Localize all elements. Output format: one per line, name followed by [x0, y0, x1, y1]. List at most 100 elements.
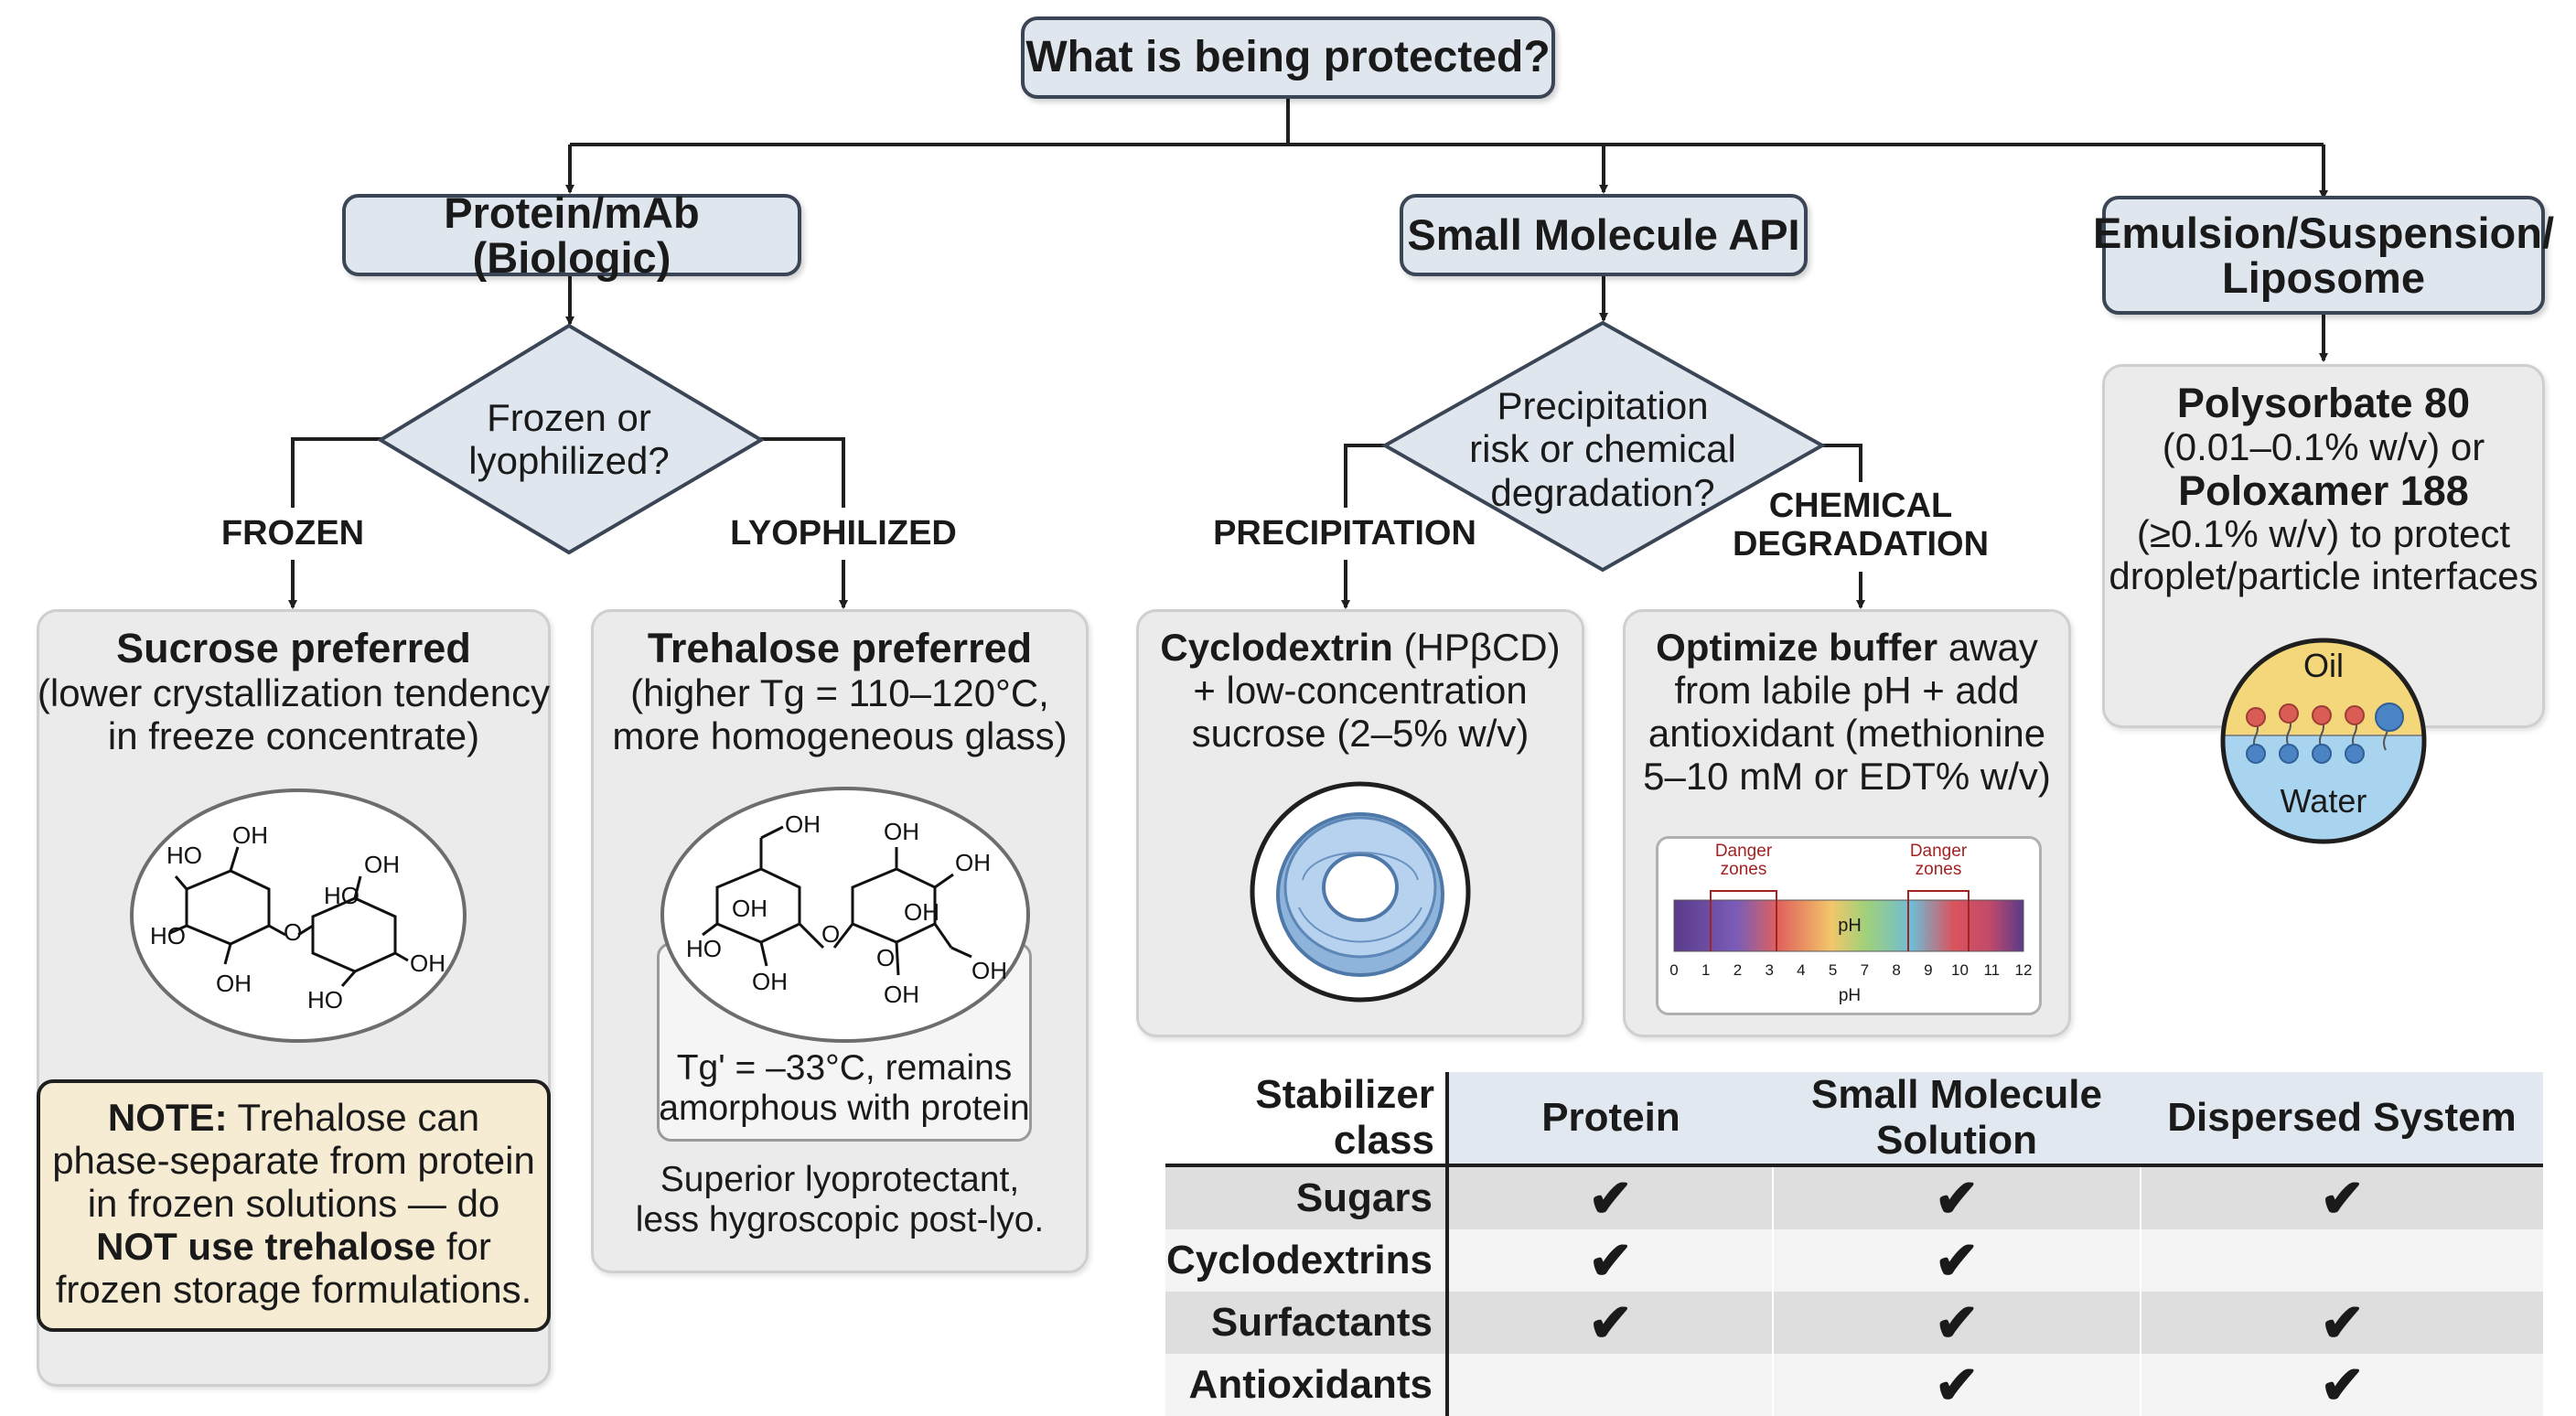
- cyclodextrin-line3: sucrose (2–5% w/v): [1191, 712, 1530, 756]
- checkmark-icon: ✔: [2320, 1293, 2365, 1353]
- ph-axis-title: pH: [1839, 986, 1861, 1005]
- branch-label-precipitation: PRECIPITATION: [1213, 514, 1476, 552]
- matrix-header-dispersed: Dispersed System: [2141, 1072, 2543, 1167]
- trehalose-label-c: OH: [955, 849, 991, 876]
- protein-decision-text: Frozen or lyophilized?: [439, 384, 699, 494]
- sucrose-label-g: OH: [410, 949, 445, 977]
- sucrose-line2: in freeze concentrate): [107, 714, 480, 758]
- trehalose-label-a: OH: [785, 810, 821, 838]
- danger-label-right-line1: Danger: [1910, 842, 1968, 861]
- small-molecule-decision-text: Precipitation risk or chemical degradati…: [1447, 381, 1758, 518]
- dispersed-category-label-line1: Emulsion/Suspension/: [2093, 208, 2555, 257]
- matrix-header-protein: Protein: [1447, 1072, 1773, 1167]
- sucrose-label-f: OH: [364, 851, 400, 878]
- ph-tick-label: 11: [1983, 961, 2000, 979]
- trehalose-panel-text: Trehalose preferred (higher Tg = 110–120…: [591, 625, 1089, 758]
- trehalose-label-k: O: [876, 944, 895, 971]
- sm-decision-line3: degradation?: [1490, 470, 1715, 514]
- sucrose-panel-text: Sucrose preferred (lower crystallization…: [37, 625, 551, 758]
- trehalose-footer-line2: less hygroscopic post-lyo.: [635, 1199, 1045, 1239]
- note-emphasis: NOT use trehalose: [96, 1225, 436, 1269]
- buffer-title: Optimize buffer: [1656, 626, 1938, 669]
- surfactant-line5: droplet/particle interfaces: [2109, 554, 2538, 598]
- buffer-panel-text: Optimize buffer away from labile pH + ad…: [1623, 626, 2071, 798]
- trehalose-warning-note: NOTE: Trehalose can phase-separate from …: [37, 1079, 551, 1332]
- surfactant-line4: (≥0.1% w/v) to protect: [2136, 512, 2511, 556]
- trehalose-label-h: OH: [971, 957, 1007, 984]
- sucrose-line1: (lower crystallization tendency: [37, 671, 551, 715]
- branch-label-chemical-degradation: CHEMICAL DEGRADATION: [1723, 487, 1998, 564]
- surfactant-line2: (0.01–0.1% w/v) or: [2162, 424, 2485, 468]
- matrix-cell: ✔: [1446, 1292, 1773, 1354]
- stabilizer-matrix-table: Stabilizer class Protein Small Molecule …: [1165, 1072, 2543, 1416]
- trehalose-caption-line2: amorphous with protein: [659, 1088, 1030, 1128]
- small-molecule-category-label: Small Molecule API: [1407, 210, 1800, 260]
- cyclodextrin-ring-illustration: [1250, 781, 1471, 1003]
- trehalose-tg-caption: Tg' = –33°C, remains amorphous with prot…: [657, 1048, 1032, 1128]
- root-question-node: What is being protected?: [1021, 16, 1555, 99]
- branch-label-frozen: FROZEN: [220, 514, 365, 552]
- root-question-label: What is being protected?: [1025, 32, 1551, 81]
- dispersed-category-label-line2: Liposome: [2222, 253, 2425, 302]
- oil-label: Oil: [2303, 647, 2344, 684]
- matrix-cell: ✔: [2140, 1165, 2543, 1229]
- matrix-cell: ✔: [2140, 1354, 2543, 1416]
- ph-tick-label: 1: [1701, 961, 1710, 979]
- decision-diamond-small-molecule: [1380, 320, 1827, 573]
- ph-tick-label: 9: [1924, 961, 1932, 979]
- trehalose-label-d: OH: [732, 895, 767, 922]
- buffer-line2: from labile pH + add: [1674, 669, 2020, 713]
- trehalose-line2: more homogeneous glass): [612, 714, 1068, 758]
- trehalose-label-f: HO: [686, 935, 722, 962]
- sucrose-title: Sucrose preferred: [116, 625, 471, 671]
- matrix-cell: [2140, 1229, 2543, 1292]
- trehalose-label-b: OH: [884, 818, 919, 845]
- checkmark-icon: ✔: [1934, 1169, 1980, 1228]
- branch-label-chemical-line1: CHEMICAL: [1768, 487, 1953, 525]
- sucrose-label-e: HO: [324, 882, 360, 909]
- matrix-row-label: Surfactants: [1165, 1292, 1449, 1354]
- danger-label-left-line2: zones: [1721, 860, 1767, 879]
- matrix-cell: ✔: [1772, 1292, 2141, 1354]
- protein-decision-line2: lyophilized?: [468, 439, 670, 482]
- sucrose-label-h: HO: [307, 986, 343, 1014]
- sm-decision-line1: Precipitation: [1497, 384, 1709, 428]
- table-row: Antioxidants ✔ ✔: [1165, 1354, 2543, 1416]
- trehalose-label-g: OH: [752, 968, 788, 995]
- matrix-row-label: Cyclodextrins: [1165, 1229, 1449, 1292]
- protein-category-label: Protein/mAb (Biologic): [444, 188, 700, 282]
- ph-tick-label: 7: [1861, 961, 1869, 979]
- decision-diamond-protein: [377, 323, 765, 555]
- matrix-cell: ✔: [1772, 1354, 2141, 1416]
- ph-tick-label: 4: [1797, 961, 1805, 979]
- cyclodextrin-panel-text: Cyclodextrin (HPβCD) + low-concentration…: [1136, 626, 1584, 755]
- note-text1: Trehalose can phase-separate from protei…: [52, 1096, 535, 1226]
- branch-label-lyophilized: LYOPHILIZED: [730, 514, 957, 552]
- table-row: Sugars✔✔✔: [1165, 1165, 2543, 1229]
- checkmark-icon: ✔: [2320, 1356, 2365, 1415]
- polysorbate-title: Polysorbate 80: [2176, 380, 2471, 426]
- matrix-row-label: Antioxidants: [1165, 1354, 1449, 1416]
- buffer-line3: antioxidant (methionine: [1648, 712, 2046, 756]
- danger-label-left-line1: Danger: [1715, 842, 1773, 861]
- oil-water-interface-illustration: Oil Water: [2220, 638, 2427, 844]
- trehalose-structure-diagram: OH OH OH OH OH HO OH OH OH O O: [686, 810, 1007, 1008]
- poloxamer-title: Poloxamer 188: [2178, 467, 2469, 514]
- note-label: NOTE:: [107, 1096, 228, 1139]
- checkmark-icon: ✔: [1588, 1293, 1633, 1353]
- trehalose-line1: (higher Tg = 110–120°C,: [630, 671, 1049, 715]
- matrix-cell: ✔: [2140, 1292, 2543, 1354]
- cyclodextrin-title: Cyclodextrin: [1160, 626, 1393, 669]
- cyclodextrin-line1-rest: (HPβCD): [1403, 626, 1561, 669]
- matrix-header-row: Stabilizer class Protein Small Molecule …: [1165, 1072, 2543, 1167]
- sucrose-label-c: HO: [150, 922, 186, 949]
- checkmark-icon: ✔: [1934, 1231, 1980, 1291]
- buffer-line4: 5–10 mM or EDT% w/v): [1643, 755, 2051, 799]
- protein-decision-line1: Frozen or: [487, 395, 651, 439]
- checkmark-icon: ✔: [2320, 1169, 2365, 1228]
- ph-tick-label: 5: [1829, 961, 1837, 979]
- sucrose-label-d: OH: [216, 970, 252, 997]
- ph-tick-label: 8: [1892, 961, 1900, 979]
